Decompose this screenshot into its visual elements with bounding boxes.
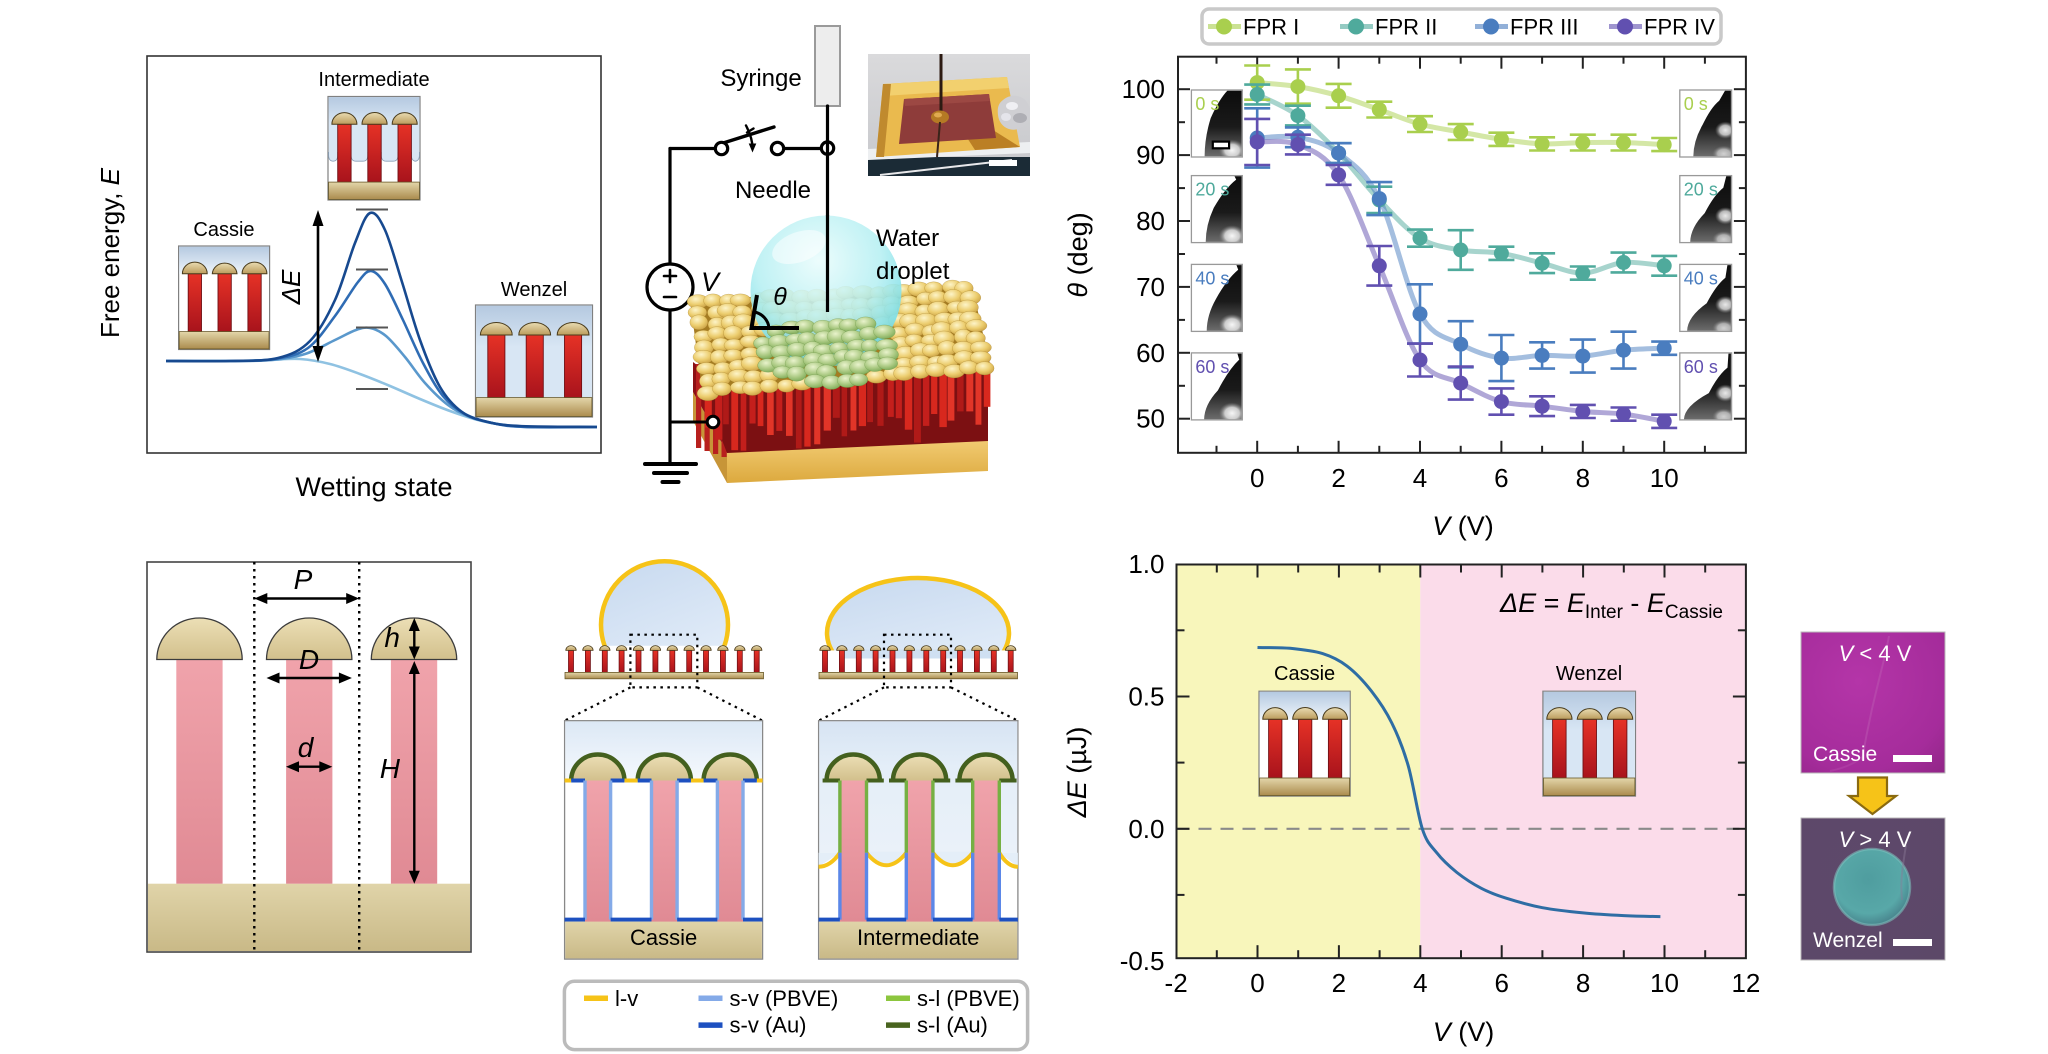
svg-text:-2: -2 (1165, 968, 1188, 998)
svg-text:H: H (380, 753, 401, 784)
svg-text:Cassie: Cassie (1813, 743, 1877, 766)
svg-text:Wenzel: Wenzel (1813, 929, 1883, 952)
svg-text:Wetting state: Wetting state (295, 472, 452, 502)
svg-text:FPR IV: FPR IV (1644, 15, 1715, 40)
svg-text:80: 80 (1136, 206, 1165, 236)
svg-text:V: V (701, 267, 722, 297)
svg-text:l-v: l-v (615, 986, 638, 1011)
svg-text:0 s: 0 s (1684, 94, 1708, 114)
svg-text:ΔE: ΔE (276, 269, 306, 305)
svg-text:s-v (PBVE): s-v (PBVE) (730, 986, 839, 1011)
svg-text:2: 2 (1332, 968, 1346, 998)
svg-text:40 s: 40 s (1684, 268, 1718, 288)
svg-text:8: 8 (1576, 463, 1590, 493)
svg-text:Cassie: Cassie (630, 925, 697, 950)
svg-text:60: 60 (1136, 338, 1165, 368)
svg-text:10: 10 (1650, 968, 1679, 998)
svg-text:0.0: 0.0 (1128, 814, 1164, 844)
svg-text:100: 100 (1122, 74, 1165, 104)
svg-text:40 s: 40 s (1195, 268, 1229, 288)
svg-text:FPR I: FPR I (1243, 15, 1299, 40)
svg-text:s-l (Au): s-l (Au) (917, 1013, 988, 1038)
svg-text:V < 4 V: V < 4 V (1839, 641, 1912, 666)
svg-text:Cassie: Cassie (193, 219, 254, 241)
svg-text:Cassie: Cassie (1274, 663, 1335, 685)
svg-text:Needle: Needle (735, 177, 811, 204)
svg-text:θ (deg): θ (deg) (1063, 212, 1093, 297)
svg-text:4: 4 (1413, 463, 1427, 493)
svg-text:h: h (384, 622, 400, 653)
svg-text:FPR III: FPR III (1510, 15, 1578, 40)
svg-text:s-v (Au): s-v (Au) (730, 1013, 807, 1038)
svg-text:ΔE (µJ): ΔE (µJ) (1062, 727, 1092, 819)
svg-text:Syringe: Syringe (720, 65, 801, 92)
svg-text:Free energy, E: Free energy, E (95, 167, 125, 338)
svg-text:V (V): V (V) (1433, 1017, 1495, 1047)
svg-text:70: 70 (1136, 272, 1165, 302)
svg-text:0: 0 (1250, 463, 1264, 493)
svg-text:2: 2 (1331, 463, 1345, 493)
svg-text:20 s: 20 s (1684, 180, 1718, 200)
svg-text:60 s: 60 s (1684, 357, 1718, 377)
svg-text:8: 8 (1576, 968, 1590, 998)
svg-text:P: P (294, 564, 313, 595)
svg-text:V (V): V (V) (1432, 511, 1494, 541)
svg-text:Intermediate: Intermediate (318, 69, 429, 91)
svg-text:droplet: droplet (876, 258, 950, 285)
svg-text:V > 4 V: V > 4 V (1839, 827, 1912, 852)
svg-text:Wenzel: Wenzel (1556, 663, 1622, 685)
svg-text:D: D (299, 644, 319, 675)
svg-text:4: 4 (1413, 968, 1427, 998)
svg-text:6: 6 (1494, 463, 1508, 493)
svg-text:Wenzel: Wenzel (501, 279, 567, 301)
svg-text:10: 10 (1650, 463, 1679, 493)
svg-text:Intermediate: Intermediate (857, 925, 979, 950)
svg-text:1.0: 1.0 (1128, 549, 1164, 579)
svg-text:0.5: 0.5 (1128, 682, 1164, 712)
svg-text:-0.5: -0.5 (1120, 946, 1165, 976)
svg-text:90: 90 (1136, 140, 1165, 170)
svg-text:s-l (PBVE): s-l (PBVE) (917, 986, 1020, 1011)
svg-text:50: 50 (1136, 404, 1165, 434)
svg-text:20 s: 20 s (1195, 180, 1229, 200)
svg-text:θ: θ (773, 283, 787, 311)
svg-text:d: d (298, 732, 315, 763)
svg-text:0 s: 0 s (1195, 94, 1219, 114)
svg-text:Water: Water (876, 225, 939, 252)
svg-text:12: 12 (1731, 968, 1760, 998)
svg-text:60 s: 60 s (1195, 357, 1229, 377)
svg-text:0: 0 (1250, 968, 1264, 998)
svg-text:FPR II: FPR II (1375, 15, 1437, 40)
svg-text:6: 6 (1494, 968, 1508, 998)
